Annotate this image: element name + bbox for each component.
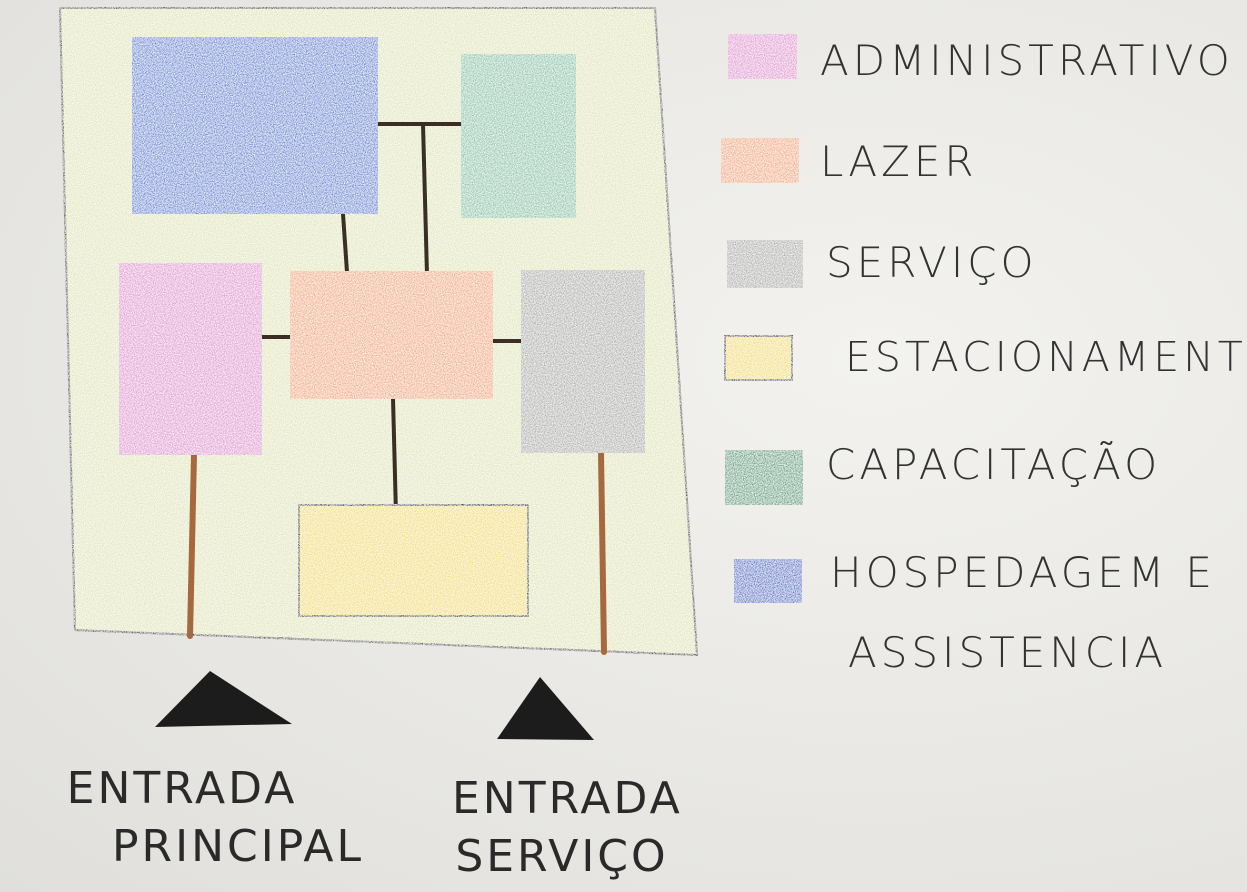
entrada-principal-line2: PRINCIPAL xyxy=(112,821,365,872)
legend-label-capacitacao: CAPACITAÇÃO xyxy=(826,440,1162,489)
legend-swatch-hospedagem xyxy=(734,559,802,603)
legend-label-servico: SERVIÇO xyxy=(826,238,1038,287)
legend-swatch-lazer xyxy=(721,138,799,183)
legend-swatch-capacitacao xyxy=(725,450,803,505)
entrada-principal-label: ENTRADA PRINCIPAL xyxy=(52,760,365,876)
legend-swatch-administrativo xyxy=(728,34,797,79)
legend-swatch-servico xyxy=(727,240,803,288)
connector-trunk-lazer xyxy=(421,122,429,277)
legend-label-hospedagem-line1: HOSPEDAGEM E xyxy=(830,548,1216,597)
entrada-servico-label: ENTRADA SERVIÇO xyxy=(452,770,683,886)
entrada-principal-line1: ENTRADA xyxy=(66,763,298,814)
entrada-servico-line2: SERVIÇO xyxy=(455,831,669,882)
connector-lines xyxy=(260,122,524,517)
entrada-servico-line1: ENTRADA xyxy=(452,773,683,824)
entrance-servico-marker xyxy=(497,677,594,740)
path-entrada-principal xyxy=(187,452,197,639)
block-lazer xyxy=(290,271,493,399)
connector-lazer-estacionamento xyxy=(391,396,398,517)
legend-label-administrativo: ADMINISTRATIVO xyxy=(820,36,1234,85)
access-paths xyxy=(187,449,607,655)
block-estacionamento xyxy=(298,504,529,617)
block-hospedagem xyxy=(132,37,378,214)
block-capacitacao xyxy=(461,54,576,218)
block-servico xyxy=(521,270,645,453)
legend-label-lazer: LAZER xyxy=(820,137,978,186)
block-administrativo xyxy=(119,263,262,455)
entrance-principal-marker xyxy=(155,671,292,727)
legend-label-hospedagem-line2: ASSISTENCIA xyxy=(848,628,1168,677)
path-entrada-servico xyxy=(598,449,607,655)
connector-hospedagem-lazer xyxy=(341,212,349,274)
legend-swatch-estacionamento xyxy=(724,335,793,381)
legend-label-estacionamento: ESTACIONAMENTO xyxy=(845,333,1247,381)
